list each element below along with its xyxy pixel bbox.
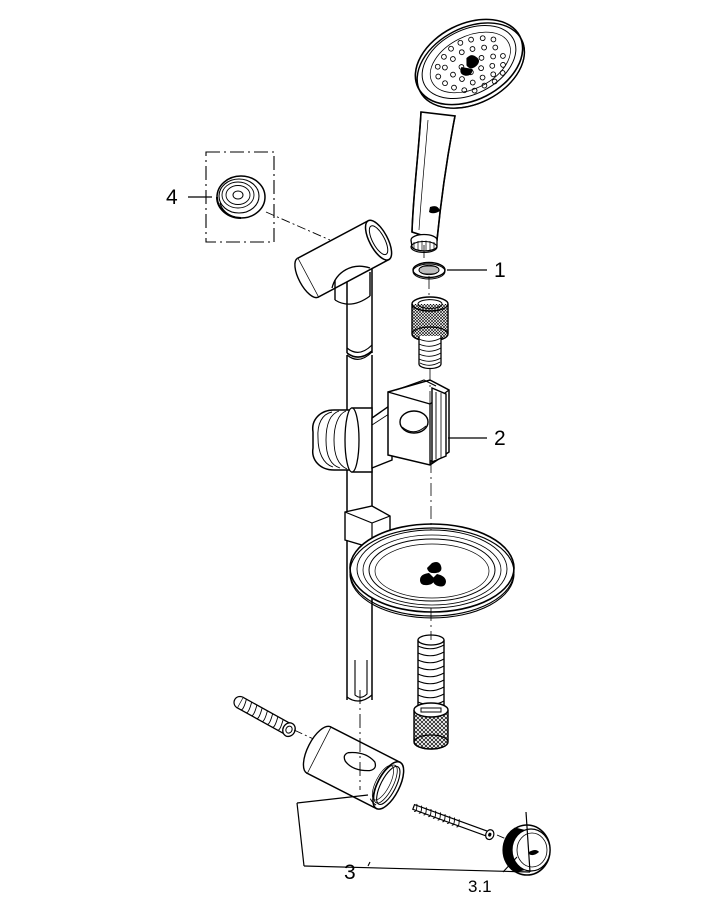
- hand-shower: [410, 18, 526, 254]
- knurled-screw-lower: [413, 634, 449, 750]
- upper-wall-mount: [294, 219, 393, 305]
- leader-line-3-1: [502, 856, 518, 873]
- cover-cap-lower-part-3-1: [502, 824, 551, 876]
- rail-slider-knob: [312, 402, 393, 473]
- lower-wall-mount: [302, 725, 405, 810]
- callout-label-3: 3: [344, 861, 356, 884]
- filter-washer-part-1: [412, 261, 446, 280]
- knurled-nut-upper: [411, 296, 449, 370]
- mounting-screw: [412, 803, 495, 841]
- hand-shower-holder-part-2: [387, 379, 450, 466]
- wall-anchor-plug: [233, 695, 296, 738]
- cover-cap-detail-box: [205, 151, 331, 243]
- centerline-shower-axis: [423, 245, 432, 640]
- callout-label-4: 4: [166, 186, 178, 209]
- soap-dish: [344, 505, 515, 619]
- bracket-part-3: [296, 794, 531, 873]
- callout-label-2: 2: [494, 427, 506, 450]
- callout-label-1: 1: [494, 259, 506, 282]
- callout-label-3-1: 3.1: [468, 877, 492, 896]
- cover-cap-upper-part-4: [216, 175, 266, 219]
